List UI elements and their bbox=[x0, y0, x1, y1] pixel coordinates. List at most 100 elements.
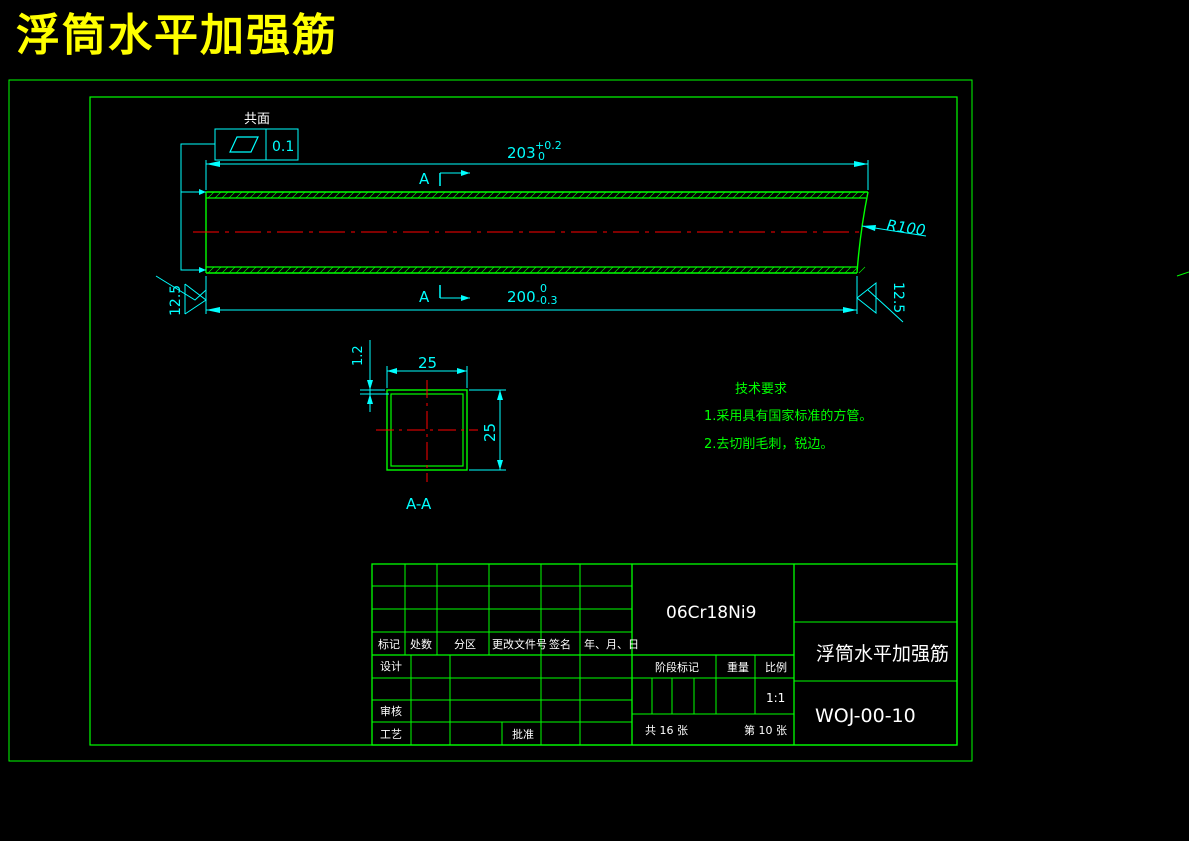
hatch-line bbox=[396, 191, 404, 199]
hatch-line bbox=[732, 266, 740, 274]
hatch-line bbox=[417, 191, 425, 199]
hatch-line bbox=[291, 191, 299, 199]
tube-main-view bbox=[205, 191, 869, 274]
header-count: 处数 bbox=[410, 638, 432, 651]
hatch-line bbox=[235, 266, 243, 274]
weight-label: 重量 bbox=[727, 660, 749, 674]
hatch-line bbox=[228, 191, 236, 199]
hatch-line bbox=[725, 266, 733, 274]
hatch-line bbox=[207, 191, 215, 199]
dim-bottom-upper: 0 bbox=[540, 282, 547, 295]
hatch-line bbox=[389, 191, 397, 199]
scale-header: 比例 bbox=[765, 660, 787, 674]
hatch-line bbox=[816, 191, 824, 199]
hatch-line bbox=[382, 266, 390, 274]
hatch-line bbox=[781, 191, 789, 199]
radius-callout: R100 bbox=[861, 216, 927, 239]
hatch-line bbox=[354, 266, 362, 274]
hatch-line bbox=[445, 266, 453, 274]
hatch-line bbox=[214, 191, 222, 199]
hatch-line bbox=[718, 266, 726, 274]
hatch-line bbox=[298, 266, 306, 274]
hatch-line bbox=[760, 266, 768, 274]
hatch-line bbox=[620, 191, 628, 199]
hatch-line bbox=[823, 266, 831, 274]
hatch-line bbox=[858, 266, 866, 274]
hatch-line bbox=[781, 266, 789, 274]
section-label: A-A bbox=[406, 495, 432, 513]
scale-value: 1:1 bbox=[766, 691, 785, 705]
dim-top-nominal: 203 bbox=[507, 144, 536, 162]
hatch-line bbox=[508, 266, 516, 274]
hatch-line bbox=[529, 191, 537, 199]
tech-item-1: 1.采用具有国家标准的方管。 bbox=[704, 408, 872, 424]
hatch-line bbox=[767, 266, 775, 274]
hatch-line bbox=[711, 266, 719, 274]
material: 06Cr18Ni9 bbox=[666, 603, 756, 623]
hatch-line bbox=[606, 191, 614, 199]
header-mark: 标记 bbox=[378, 637, 400, 651]
hatch-line bbox=[662, 191, 670, 199]
hatch-line bbox=[473, 266, 481, 274]
hatch-line bbox=[403, 266, 411, 274]
hatch-line bbox=[424, 191, 432, 199]
header-sign: 签名 bbox=[549, 637, 571, 651]
hatch-line bbox=[473, 191, 481, 199]
hatch-line bbox=[837, 266, 845, 274]
hatch-line bbox=[837, 191, 845, 199]
hatch-line bbox=[823, 191, 831, 199]
hatch-line bbox=[333, 191, 341, 199]
hatch-line bbox=[417, 266, 425, 274]
hatch-line bbox=[452, 191, 460, 199]
hatch-line bbox=[410, 191, 418, 199]
hatch-line bbox=[718, 191, 726, 199]
tech-requirements: 技术要求 1.采用具有国家标准的方管。 2.去切削毛刺，锐边。 bbox=[704, 382, 872, 452]
section-view: 25 25 1.2 A-A bbox=[351, 340, 506, 513]
hatch-line bbox=[620, 266, 628, 274]
hatch-line bbox=[844, 191, 852, 199]
hatch-line bbox=[697, 266, 705, 274]
hatch-line bbox=[683, 266, 691, 274]
hatch-line bbox=[389, 266, 397, 274]
hatch-line bbox=[732, 191, 740, 199]
hatch-line bbox=[536, 266, 544, 274]
hatch-line bbox=[830, 266, 838, 274]
hatch-line bbox=[606, 266, 614, 274]
page-title: 浮筒水平加强筋 bbox=[16, 10, 338, 61]
hatch-line bbox=[641, 191, 649, 199]
hatch-line bbox=[515, 191, 523, 199]
section-wall: 1.2 bbox=[351, 345, 366, 366]
section-mark-bottom-label: A bbox=[419, 288, 430, 306]
hatch-line bbox=[487, 191, 495, 199]
hatch-line bbox=[592, 191, 600, 199]
hatch-line bbox=[739, 266, 747, 274]
hatch-line bbox=[277, 191, 285, 199]
hatch-line bbox=[627, 266, 635, 274]
hatch-line bbox=[256, 191, 264, 199]
title-block bbox=[371, 563, 958, 746]
hatch-line bbox=[375, 266, 383, 274]
hatch-line bbox=[578, 191, 586, 199]
tech-title: 技术要求 bbox=[735, 382, 787, 397]
hatch-line bbox=[858, 191, 866, 199]
hatch-line bbox=[235, 191, 243, 199]
hatch-line bbox=[431, 191, 439, 199]
dim-bottom-nominal: 200 bbox=[507, 288, 536, 306]
hatch-line bbox=[585, 191, 593, 199]
hatch-line bbox=[557, 266, 565, 274]
outer-frame bbox=[8, 79, 973, 762]
hatch-line bbox=[613, 191, 621, 199]
hatch-line bbox=[347, 191, 355, 199]
hatch-line bbox=[242, 266, 250, 274]
hatch-line bbox=[522, 266, 530, 274]
section-mark-bottom: A bbox=[419, 285, 470, 306]
stage-label: 阶段标记 bbox=[655, 660, 699, 674]
roughness-right-value: 12.5 bbox=[890, 282, 906, 313]
hatch-line bbox=[501, 266, 509, 274]
section-mark-top: A bbox=[419, 170, 470, 188]
flatness-icon bbox=[229, 136, 259, 153]
radius-label: R100 bbox=[885, 216, 926, 239]
hatch-line bbox=[711, 191, 719, 199]
hatch-line bbox=[557, 191, 565, 199]
hatch-line bbox=[305, 191, 313, 199]
